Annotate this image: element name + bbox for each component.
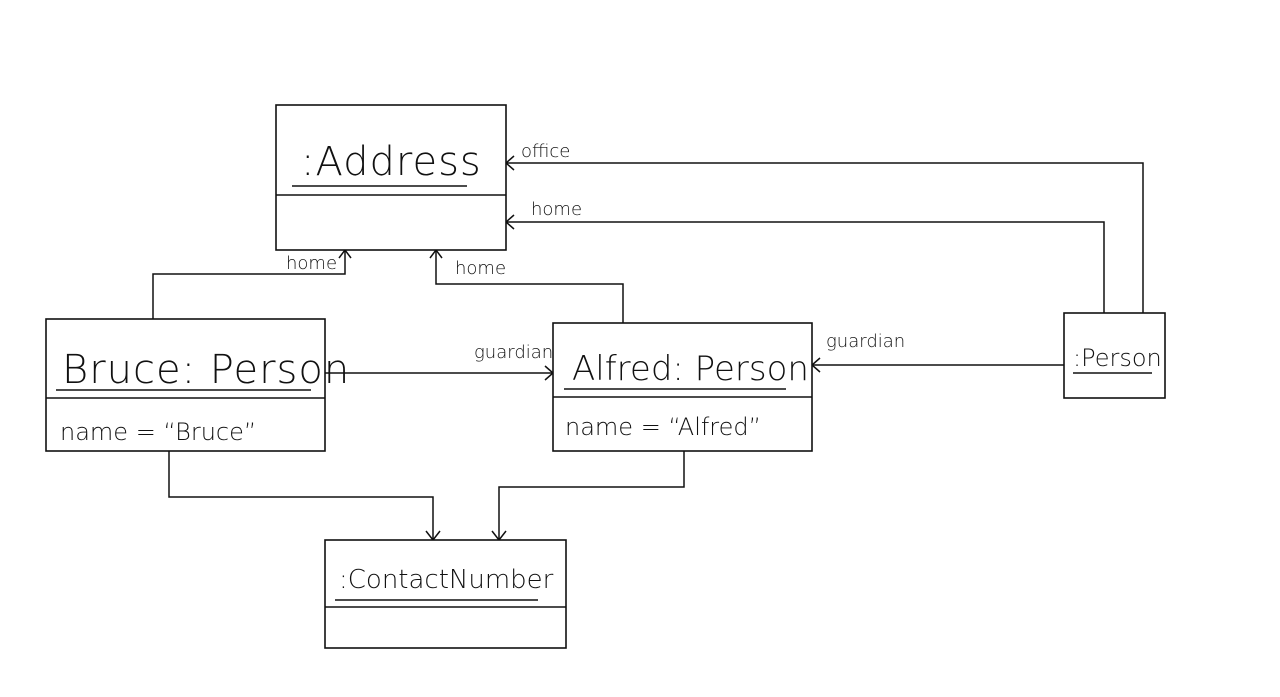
object-bruce: Bruce: Person name = “Bruce”: [45, 318, 350, 452]
link-person-address-home: home: [504, 199, 1105, 313]
link-alfred-contact: [491, 451, 685, 542]
label-guardian-bruce: guardian: [474, 342, 553, 363]
object-alfred-title: Alfred: Person: [572, 349, 809, 389]
object-person-title: :Person: [1073, 344, 1162, 372]
object-address-title: :Address: [301, 139, 482, 185]
link-bruce-address-home: home: [152, 248, 352, 319]
object-bruce-attribute: name = “Bruce”: [60, 418, 256, 446]
link-bruce-alfred-guardian: guardian: [325, 342, 555, 381]
label-home-bruce: home: [286, 253, 337, 274]
link-person-address-office: office: [504, 141, 1144, 313]
link-alfred-address-home: home: [429, 248, 624, 323]
object-person: :Person: [1063, 312, 1166, 399]
object-alfred-attribute: name = “Alfred”: [565, 413, 761, 441]
object-alfred: Alfred: Person name = “Alfred”: [552, 322, 813, 452]
object-contact-number: :ContactNumber: [324, 539, 567, 649]
label-home-person: home: [531, 199, 582, 220]
label-home-alfred: home: [455, 258, 506, 279]
object-address: :Address: [275, 104, 507, 251]
label-office: office: [521, 141, 570, 162]
link-bruce-contact: [168, 451, 441, 542]
label-guardian-person: guardian: [826, 331, 905, 352]
object-bruce-title: Bruce: Person: [62, 347, 350, 393]
link-person-alfred-guardian: guardian: [810, 331, 1064, 373]
object-contact-title: :ContactNumber: [339, 565, 554, 595]
